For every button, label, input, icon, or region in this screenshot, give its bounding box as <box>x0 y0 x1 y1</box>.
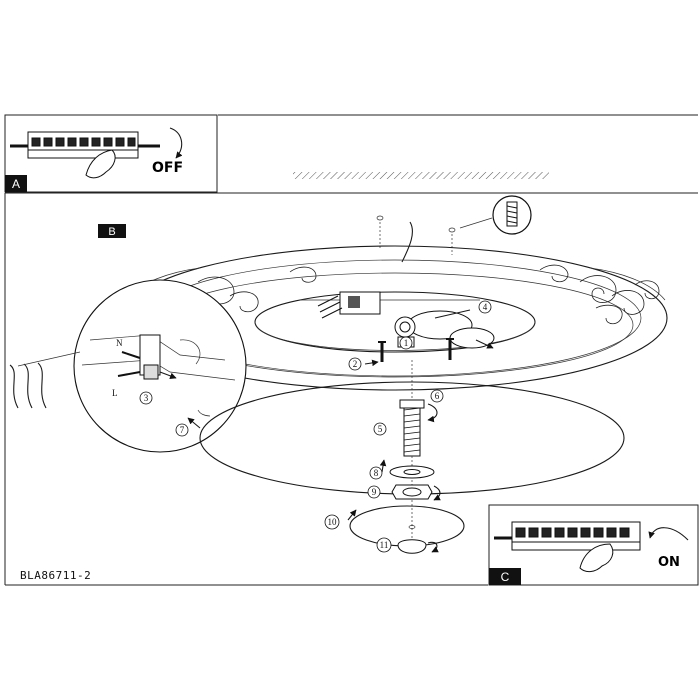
svg-text:3: 3 <box>144 393 149 403</box>
svg-text:7: 7 <box>180 425 185 435</box>
callout-10: 10 <box>324 514 340 530</box>
callout-3: 3 <box>139 391 153 405</box>
svg-text:10: 10 <box>328 517 338 527</box>
panel-b-letter: B <box>108 226 115 238</box>
threaded-rod <box>399 399 438 457</box>
bulb-holders <box>317 291 495 349</box>
curved-arrow-icon <box>169 127 183 159</box>
incoming-wires <box>9 351 81 409</box>
washer <box>379 459 435 479</box>
hand-icon <box>579 543 614 573</box>
wiring-detail <box>73 279 247 453</box>
callout-1: 1 <box>399 336 413 350</box>
callout-5: 5 <box>373 422 387 436</box>
neutral-label: N <box>116 338 123 348</box>
svg-text:4: 4 <box>483 302 488 312</box>
svg-text:11: 11 <box>380 540 389 550</box>
panel-a-letter: A <box>12 177 20 191</box>
callout-4: 4 <box>478 300 492 314</box>
callout-11: 11 <box>376 537 392 553</box>
callout-7: 7 <box>175 423 189 437</box>
terminal-block-icon <box>10 131 160 159</box>
callout-2: 2 <box>348 357 362 371</box>
nut <box>391 484 441 501</box>
callout-9: 9 <box>367 485 381 499</box>
page-frame <box>4 114 698 586</box>
svg-text:6: 6 <box>435 391 440 401</box>
callouts: 1 2 3 4 5 6 7 8 <box>139 300 492 553</box>
model-code: BLA86711-2 <box>20 569 91 582</box>
off-label: OFF <box>152 160 183 176</box>
power-cable <box>401 221 413 263</box>
svg-text:9: 9 <box>372 487 377 497</box>
panel-c: C ON <box>488 504 699 586</box>
callout-8: 8 <box>369 466 383 480</box>
ceiling-surface <box>293 172 549 179</box>
hand-icon <box>85 149 116 179</box>
panel-b-tag <box>98 224 126 238</box>
mounting-screws <box>364 338 454 367</box>
mounting-holes <box>376 215 493 255</box>
panel-c-letter: C <box>501 570 510 584</box>
svg-text:8: 8 <box>374 468 379 478</box>
svg-text:5: 5 <box>378 424 383 434</box>
panel-a: A OFF <box>4 114 218 193</box>
callout-6: 6 <box>430 389 444 403</box>
canopy-base <box>254 291 536 353</box>
svg-text:2: 2 <box>353 359 358 369</box>
terminal-block-icon <box>494 521 641 551</box>
svg-text:1: 1 <box>404 338 409 348</box>
curved-arrow-icon <box>648 527 689 541</box>
on-label: ON <box>658 555 680 570</box>
finial <box>397 539 439 554</box>
live-label: L <box>112 388 118 398</box>
wall-plug-icon <box>492 195 532 235</box>
